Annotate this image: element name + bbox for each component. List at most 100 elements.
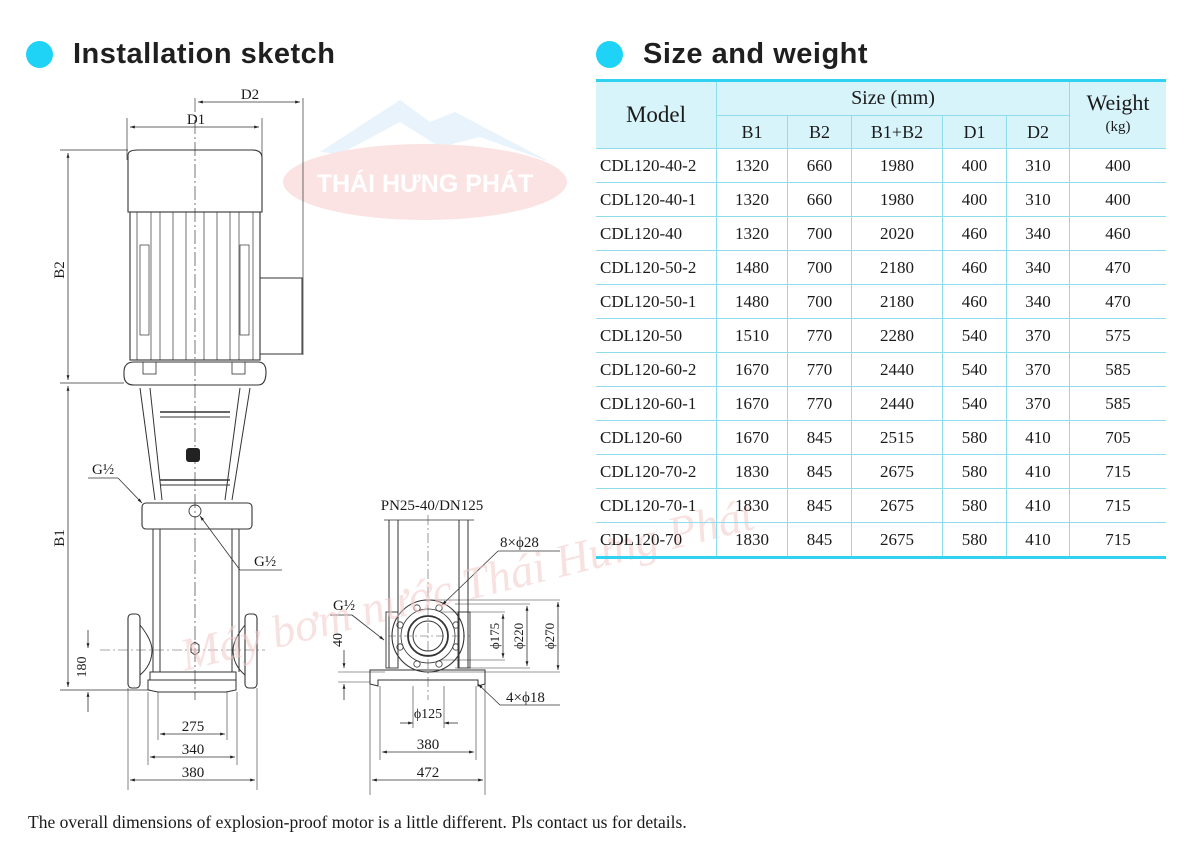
cell-d1: 400 [942, 182, 1007, 217]
installation-sketch-title: Installation sketch [73, 38, 336, 70]
header-b1: B1 [716, 115, 788, 149]
header-size-group: Size (mm) [716, 79, 1070, 116]
cell-weight: 400 [1069, 182, 1166, 217]
svg-text:380: 380 [182, 765, 205, 781]
cell-d1: 460 [942, 250, 1007, 285]
svg-text:380: 380 [417, 737, 440, 753]
cell-model: CDL120-70-2 [596, 454, 717, 489]
cell-d2: 410 [1006, 488, 1070, 523]
svg-text:ϕ125: ϕ125 [414, 707, 442, 722]
cell-b1: 1480 [716, 250, 788, 285]
installation-sketch-heading: Installation sketch [26, 38, 336, 71]
cell-d2: 370 [1006, 318, 1070, 353]
svg-text:ϕ220: ϕ220 [511, 623, 526, 649]
cell-d1: 540 [942, 386, 1007, 421]
cell-d2: 370 [1006, 386, 1070, 421]
svg-text:G½: G½ [254, 554, 276, 570]
cell-d2: 310 [1006, 148, 1070, 183]
cell-d1: 580 [942, 454, 1007, 489]
cell-b2: 770 [787, 318, 852, 353]
svg-text:ϕ270: ϕ270 [542, 623, 557, 649]
cell-d2: 410 [1006, 420, 1070, 455]
bullet-dot-icon [26, 41, 53, 68]
cell-d2: 410 [1006, 522, 1070, 559]
svg-text:G½: G½ [333, 598, 355, 614]
svg-text:D1: D1 [187, 112, 205, 128]
cell-b2: 700 [787, 250, 852, 285]
cell-model: CDL120-40-1 [596, 182, 717, 217]
svg-text:180: 180 [75, 657, 90, 678]
cell-b1: 1830 [716, 488, 788, 523]
cell-b2: 845 [787, 420, 852, 455]
cell-weight: 585 [1069, 386, 1166, 421]
cell-b1: 1830 [716, 454, 788, 489]
cell-b2: 770 [787, 386, 852, 421]
header-d2: D2 [1006, 115, 1070, 149]
cell-d1: 400 [942, 148, 1007, 183]
cell-b1b2: 2280 [851, 318, 943, 353]
svg-text:340: 340 [182, 742, 205, 758]
cell-b1: 1830 [716, 522, 788, 559]
cell-b1: 1670 [716, 386, 788, 421]
cell-b2: 770 [787, 352, 852, 387]
cell-model: CDL120-50 [596, 318, 717, 353]
cell-d1: 460 [942, 284, 1007, 319]
cell-b1b2: 2440 [851, 352, 943, 387]
cell-weight: 470 [1069, 250, 1166, 285]
cell-b1b2: 2675 [851, 488, 943, 523]
cell-d1: 580 [942, 420, 1007, 455]
cell-b1: 1670 [716, 352, 788, 387]
cell-b1b2: 2440 [851, 386, 943, 421]
cell-d2: 370 [1006, 352, 1070, 387]
cell-b1: 1480 [716, 284, 788, 319]
cell-d1: 580 [942, 488, 1007, 523]
header-weight: Weight (kg) [1069, 79, 1166, 149]
svg-text:4×ϕ18: 4×ϕ18 [506, 690, 545, 706]
cell-d1: 540 [942, 318, 1007, 353]
cell-d2: 340 [1006, 284, 1070, 319]
size-weight-title: Size and weight [643, 38, 869, 70]
svg-text:D2: D2 [241, 87, 259, 103]
cell-model: CDL120-50-1 [596, 284, 717, 319]
cell-b2: 660 [787, 148, 852, 183]
cell-weight: 400 [1069, 148, 1166, 183]
header-b1-b2: B1+B2 [851, 115, 943, 149]
cell-d2: 410 [1006, 454, 1070, 489]
cell-weight: 585 [1069, 352, 1166, 387]
cell-model: CDL120-70 [596, 522, 717, 559]
svg-text:8×ϕ28: 8×ϕ28 [500, 535, 539, 551]
cell-b1b2: 2180 [851, 284, 943, 319]
cell-b1: 1510 [716, 318, 788, 353]
cell-model: CDL120-60-2 [596, 352, 717, 387]
cell-b1: 1320 [716, 182, 788, 217]
brand-logo-icon [186, 448, 200, 462]
svg-text:40: 40 [331, 633, 346, 647]
cell-model: CDL120-40-2 [596, 148, 717, 183]
bullet-dot-icon [596, 41, 623, 68]
cell-model: CDL120-40 [596, 216, 717, 251]
cell-model: CDL120-60-1 [596, 386, 717, 421]
size-weight-heading: Size and weight [596, 38, 868, 71]
cell-b1b2: 1980 [851, 182, 943, 217]
svg-text:275: 275 [182, 719, 205, 735]
footnote: The overall dimensions of explosion-proo… [28, 812, 687, 832]
cell-weight: 470 [1069, 284, 1166, 319]
cell-d1: 580 [942, 522, 1007, 559]
installation-sketch-drawing: D1 D2 B2 B1 G½ G½ [0, 80, 590, 800]
cell-b1: 1670 [716, 420, 788, 455]
header-model: Model [596, 79, 717, 149]
cell-d2: 340 [1006, 216, 1070, 251]
header-b2: B2 [787, 115, 852, 149]
size-weight-table: Model Size (mm) Weight (kg) B1 B2 B1+B2 … [596, 79, 1166, 559]
cell-d1: 460 [942, 216, 1007, 251]
cell-d2: 340 [1006, 250, 1070, 285]
